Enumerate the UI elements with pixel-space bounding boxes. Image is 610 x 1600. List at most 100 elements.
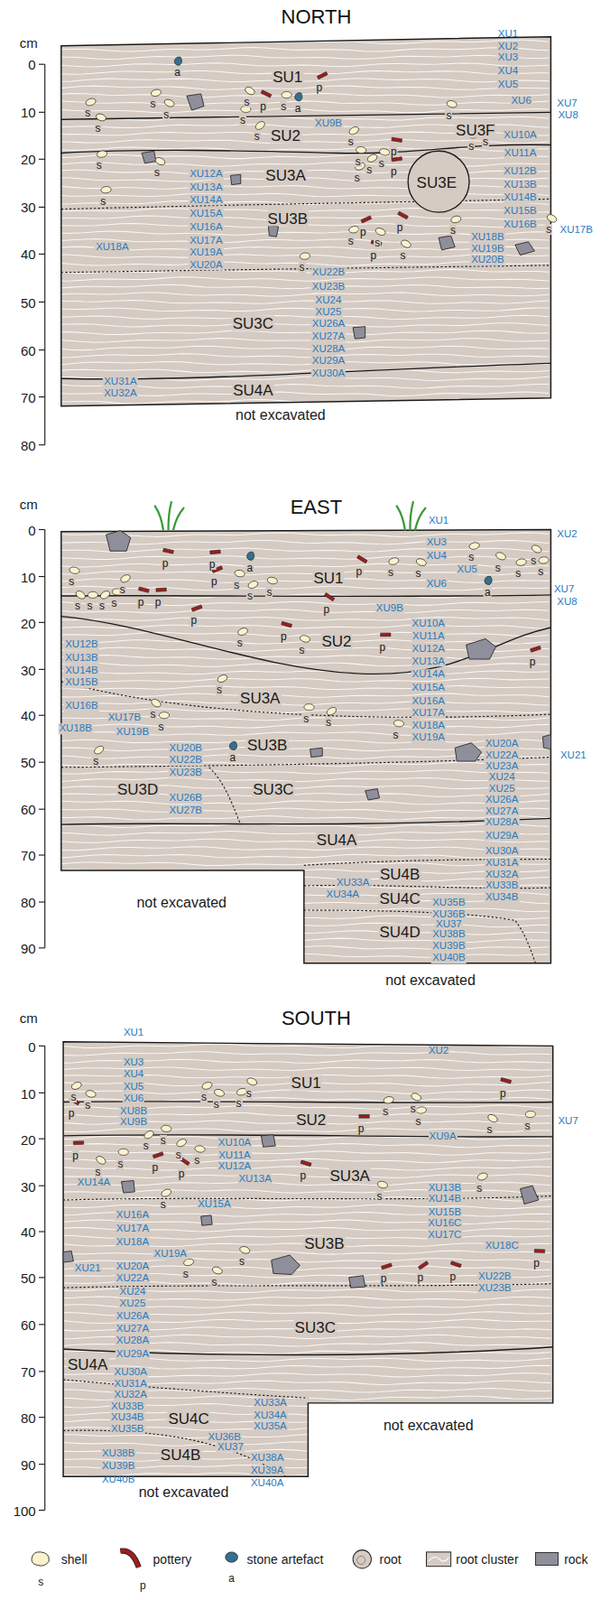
unit-label: SU4D — [378, 924, 421, 940]
unit-label: SU3C — [251, 780, 295, 796]
axis-tick — [38, 714, 46, 716]
depth-number: 70 — [19, 389, 37, 404]
unit-label: SU1 — [312, 569, 344, 585]
lamination-line — [59, 101, 550, 106]
lamination-line — [59, 162, 550, 167]
axis-tick — [38, 853, 46, 855]
axis-tick — [38, 1508, 46, 1510]
axis-tick — [38, 1044, 46, 1046]
xu-code: XU4 — [497, 65, 519, 77]
axis-line — [44, 1044, 46, 1509]
shell-code: s — [110, 597, 119, 609]
xu-code: XU4 — [122, 1069, 145, 1081]
pottery-icon — [281, 620, 293, 628]
unit-label: SU4C — [166, 1410, 210, 1426]
pottery-code: p — [314, 82, 324, 93]
shell-code: s — [298, 261, 306, 273]
xu-code: XU17B — [107, 711, 142, 723]
xu-code: XU38B — [101, 1447, 136, 1459]
shell-code: s — [529, 554, 537, 566]
dotted-boundary — [304, 909, 537, 963]
xu-code: XU26B — [168, 792, 204, 804]
shell-icon — [142, 1128, 155, 1140]
lamination-line — [59, 555, 550, 560]
shell-code: s — [94, 1165, 102, 1177]
xu-code: XU34A — [252, 1409, 287, 1421]
shell-icon — [213, 1087, 226, 1097]
pottery-code: p — [161, 557, 170, 569]
shell-icon — [304, 702, 315, 711]
depth-number: 10 — [19, 105, 37, 120]
shell-code: s — [157, 720, 166, 732]
xu-code: XU18B — [57, 722, 93, 734]
xu-code: XU16B — [64, 701, 99, 712]
xu-code: XU27A — [484, 805, 519, 817]
shell-code: s — [246, 590, 254, 601]
dotted-boundary — [63, 1194, 554, 1200]
unit-label: SU3E — [415, 175, 458, 191]
shell-icon — [525, 1109, 537, 1118]
unit-label: SU3D — [116, 780, 159, 796]
shell-code: s — [387, 566, 395, 578]
lamination-line — [59, 154, 550, 158]
xu-code: XU13A — [411, 656, 446, 667]
shell-icon — [410, 1090, 423, 1101]
pottery-code: p — [378, 641, 388, 653]
rock — [352, 326, 366, 340]
shell-icon — [74, 589, 87, 601]
xu-code: XU19A — [153, 1248, 188, 1260]
xu-code: XU33A — [252, 1397, 287, 1409]
shell-code: s — [347, 136, 355, 148]
xu-code: XU18C — [484, 1240, 520, 1252]
dotted-boundary — [61, 265, 552, 273]
pottery-code: p — [449, 1270, 458, 1282]
xu-code: XU21 — [559, 749, 588, 761]
shell-icon — [254, 120, 267, 131]
lamination-line — [59, 185, 550, 190]
shell-code: s — [365, 164, 373, 176]
xu-code: XU9B — [119, 1117, 148, 1128]
section-outline — [61, 36, 552, 407]
unit-label: SU1 — [290, 1074, 323, 1091]
shell-icon — [415, 1105, 427, 1114]
pottery-code: p — [150, 1161, 159, 1173]
lamination-line — [59, 307, 550, 312]
shell-code: s — [116, 1157, 124, 1169]
depth-number: 0 — [27, 1038, 37, 1053]
pottery-icon — [450, 1260, 462, 1267]
depth-number: 60 — [19, 802, 37, 816]
xu-code: XU12A — [411, 643, 446, 655]
shell-code: s — [381, 1105, 389, 1117]
pottery-code: p — [357, 1122, 366, 1134]
section-outline — [63, 1041, 554, 1476]
xu-code: XU25 — [119, 1297, 148, 1309]
dotted-boundary — [61, 198, 552, 209]
shell-icon — [92, 743, 105, 755]
rock — [121, 1180, 136, 1193]
shell-code: s — [536, 565, 545, 577]
depth-number: 80 — [19, 1410, 37, 1424]
depth-number: 100 — [12, 1503, 37, 1517]
unit-label: SU4B — [378, 865, 421, 881]
xu-code: XU21 — [73, 1262, 102, 1274]
xu-code: XU28A — [115, 1335, 150, 1347]
boundary-line — [63, 1134, 554, 1137]
lamination-line — [59, 55, 550, 59]
pottery-code: p — [154, 596, 163, 608]
pottery-code: p — [177, 1167, 186, 1179]
shell-code: s — [83, 1099, 92, 1110]
note-label: not excavated — [135, 895, 228, 910]
depth-number: 90 — [19, 941, 37, 955]
pottery-icon — [397, 211, 409, 219]
pottery-icon — [391, 157, 403, 162]
pottery-code: p — [415, 1271, 425, 1283]
pottery-code: p — [189, 614, 198, 626]
shell-icon — [530, 543, 543, 555]
xu-code: XU30A — [484, 845, 519, 857]
shell-icon — [476, 1171, 489, 1182]
shell-code: s — [239, 114, 247, 126]
xu-code: XU12B — [64, 639, 99, 651]
xu-code: XU20B — [168, 742, 204, 754]
shell-code: s — [409, 1102, 417, 1114]
legend-icons — [31, 1549, 452, 1568]
